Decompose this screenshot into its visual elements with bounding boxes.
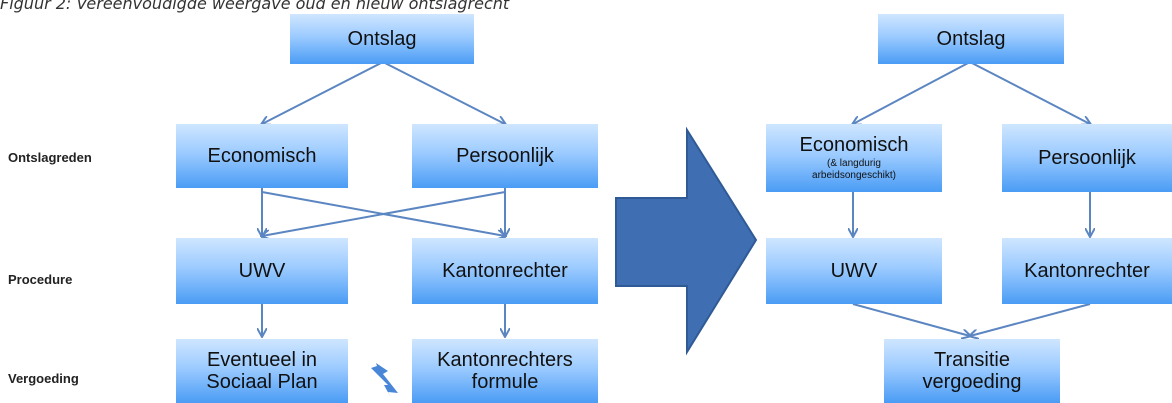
new-transitievergoeding-box: Transitie vergoeding — [884, 339, 1060, 403]
new-economisch-sub2: arbeidsongeschikt) — [812, 170, 896, 181]
new-transitie-line2: vergoeding — [922, 371, 1022, 393]
big-transition-arrow — [615, 126, 758, 356]
row-label-vergoeding: Vergoeding — [8, 371, 79, 386]
arrow-uwv-transitie-new — [852, 303, 970, 336]
old-ontslag-box: Ontslag — [290, 14, 474, 64]
new-persoonlijk-label: Persoonlijk — [1038, 147, 1136, 169]
old-uwv-label: UWV — [238, 260, 286, 282]
old-sociaal-plan-line2: Sociaal Plan — [206, 371, 318, 393]
new-economisch-label: Economisch — [799, 134, 909, 156]
new-ontslag-box: Ontslag — [878, 14, 1064, 64]
new-uwv-box: UWV — [766, 238, 942, 304]
arrow-kanton-transitie-new — [970, 303, 1091, 336]
new-kantonrechter-box: Kantonrechter — [1002, 238, 1172, 304]
row-label-ontslagreden: Ontslagreden — [8, 150, 92, 165]
arrow-ontslag-persoonlijk-old — [382, 61, 505, 124]
old-ontslag-label: Ontslag — [347, 28, 417, 50]
old-persoonlijk-box: Persoonlijk — [412, 124, 598, 188]
old-sociaal-plan-line1: Eventueel in — [206, 349, 318, 371]
old-uwv-box: UWV — [176, 238, 348, 304]
old-kantonrechtersformule-line2: formule — [471, 371, 539, 393]
old-kantonrechtersformule-line1: Kantonrechters — [437, 349, 573, 371]
arrow-persoonlijk-uwv-old — [262, 191, 506, 236]
new-economisch-sub1: (& langdurig — [827, 158, 881, 169]
new-economisch-box: Economisch (& langdurig arbeidsongeschik… — [766, 124, 942, 192]
old-kantonrechter-box: Kantonrechter — [412, 238, 598, 304]
old-economisch-box: Economisch — [176, 124, 348, 188]
arrow-ontslag-economisch-new — [853, 61, 971, 124]
lightning-icon — [371, 363, 398, 398]
old-kantonrechtersformule-box: Kantonrechters formule — [412, 339, 598, 403]
new-uwv-label: UWV — [830, 260, 878, 282]
old-sociaal-plan-box: Eventueel in Sociaal Plan — [176, 339, 348, 403]
new-transitie-line1: Transitie — [934, 349, 1010, 371]
new-kantonrechter-label: Kantonrechter — [1024, 260, 1150, 282]
old-economisch-label: Economisch — [207, 145, 317, 167]
arrow-ontslag-economisch-old — [262, 61, 384, 124]
new-ontslag-label: Ontslag — [936, 28, 1006, 50]
figure-caption: Figuur 2: Vereenvoudigde weergave oud en… — [0, 0, 510, 13]
row-label-procedure: Procedure — [8, 272, 73, 287]
arrow-ontslag-persoonlijk-new — [969, 61, 1090, 124]
old-kantonrechter-label: Kantonrechter — [442, 260, 568, 282]
old-persoonlijk-label: Persoonlijk — [456, 145, 554, 167]
new-persoonlijk-box: Persoonlijk — [1002, 124, 1172, 192]
